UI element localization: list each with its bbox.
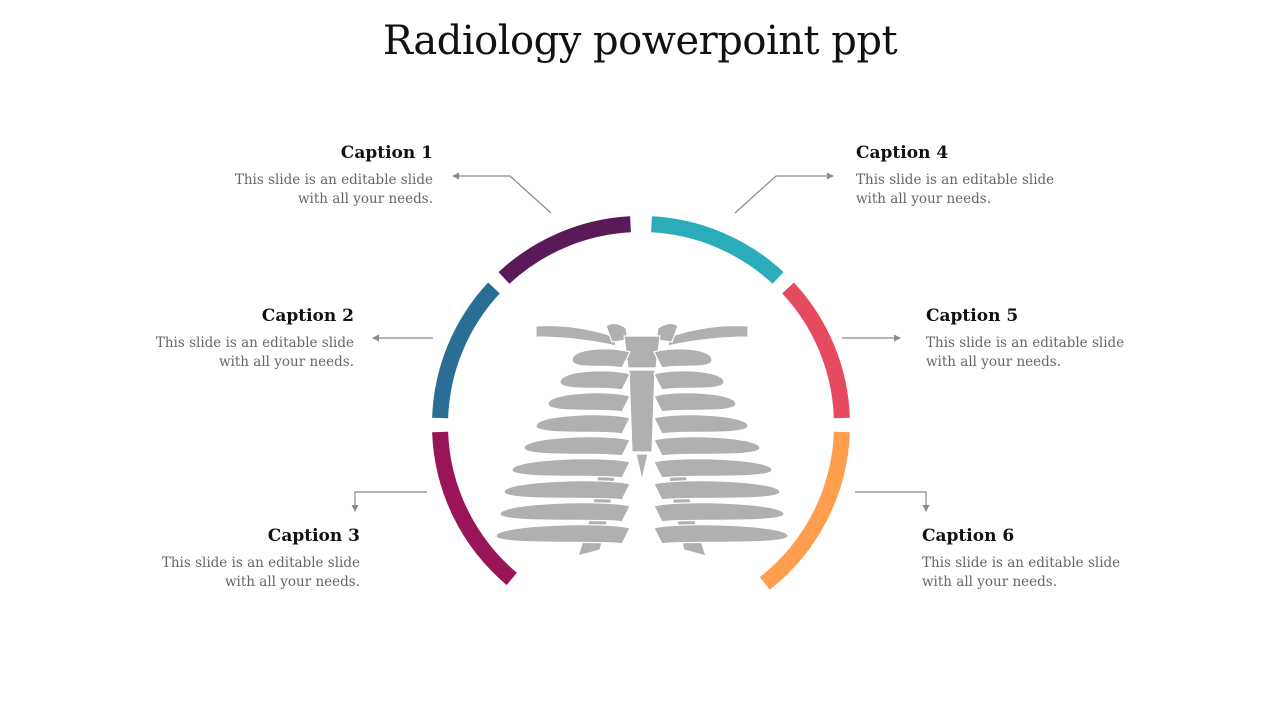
caption-3-text-line-2: with all your needs. (140, 573, 360, 592)
caption-4-text-line-1: This slide is an editable slide (856, 171, 1076, 190)
rib-l-8 (500, 503, 630, 522)
caption-2-heading: Caption 2 (134, 306, 354, 326)
caption-5-text-line-1: This slide is an editable slide (926, 334, 1146, 353)
ring-segment-1 (499, 216, 631, 283)
connector-1 (453, 176, 551, 213)
rib-r-1 (654, 349, 712, 368)
rib-l-9 (496, 525, 630, 544)
rib-r-8 (654, 503, 784, 522)
rib-r-6 (654, 459, 772, 478)
rib-l-7 (504, 481, 630, 500)
rib-l-4 (536, 415, 630, 434)
caption-1-heading: Caption 1 (213, 143, 433, 163)
rib-l-3 (548, 393, 630, 412)
caption-5: Caption 5 This slide is an editable slid… (926, 306, 1146, 372)
caption-4-heading: Caption 4 (856, 143, 1076, 163)
caption-1-text-line-2: with all your needs. (213, 190, 433, 209)
caption-1: Caption 1 This slide is an editable slid… (213, 143, 433, 209)
connector-6 (855, 492, 926, 511)
connector-4 (735, 176, 833, 213)
rib-l-6 (512, 459, 630, 478)
caption-3-heading: Caption 3 (140, 526, 360, 546)
caption-4-text-line-2: with all your needs. (856, 190, 1076, 209)
rib-l-1 (572, 349, 630, 368)
caption-5-text-line-2: with all your needs. (926, 353, 1146, 372)
ring-segment-3 (432, 432, 517, 585)
caption-6: Caption 6 This slide is an editable slid… (922, 526, 1142, 592)
caption-1-text-line-1: This slide is an editable slide (213, 171, 433, 190)
caption-2-text-line-1: This slide is an editable slide (134, 334, 354, 353)
rib-l-5 (524, 437, 630, 456)
rib-cage-icon (496, 323, 788, 556)
ring-segment-4 (651, 216, 783, 283)
caption-6-heading: Caption 6 (922, 526, 1142, 546)
rib-r-3 (654, 393, 736, 412)
connector-3 (355, 492, 427, 511)
rib-l-2 (560, 371, 630, 390)
rib-r-2 (654, 371, 724, 390)
caption-5-heading: Caption 5 (926, 306, 1146, 326)
caption-2: Caption 2 This slide is an editable slid… (134, 306, 354, 372)
rib-r-7 (654, 481, 780, 500)
ring-segment-5 (782, 283, 850, 419)
caption-6-text-line-1: This slide is an editable slide (922, 554, 1142, 573)
rib-r-4 (654, 415, 748, 434)
rib-r-5 (654, 437, 760, 456)
caption-3: Caption 3 This slide is an editable slid… (140, 526, 360, 592)
rib-r-9 (654, 525, 788, 544)
caption-6-text-line-2: with all your needs. (922, 573, 1142, 592)
caption-3-text-line-1: This slide is an editable slide (140, 554, 360, 573)
caption-2-text-line-2: with all your needs. (134, 353, 354, 372)
ring-segment-2 (432, 283, 500, 419)
caption-4: Caption 4 This slide is an editable slid… (856, 143, 1076, 209)
